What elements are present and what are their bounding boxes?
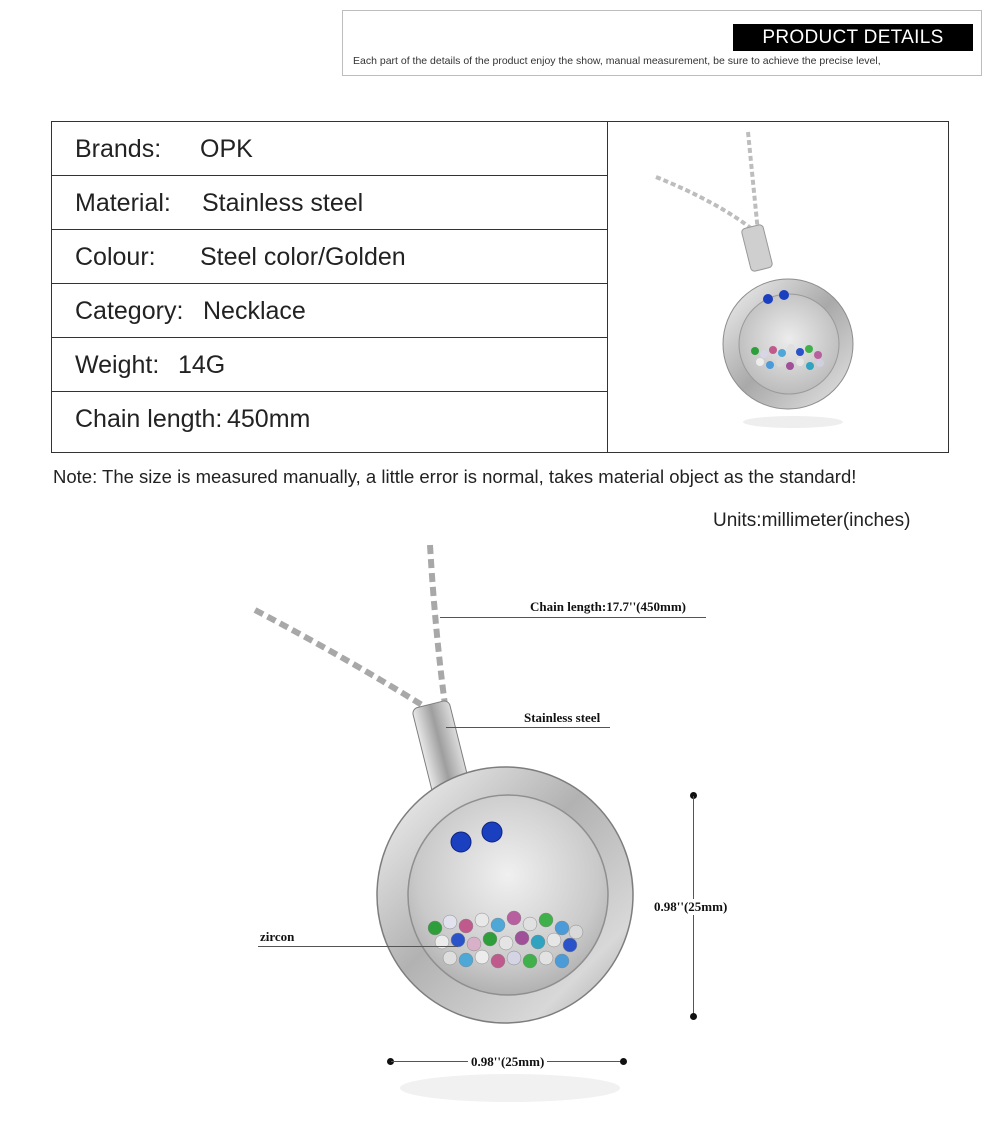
annotation-zircon: zircon (260, 929, 295, 944)
height-dim-bottom-dot (690, 1013, 697, 1020)
annotation-chain-length: Chain length:17.7''(450mm) (530, 599, 686, 614)
spec-row-colour: Colour: Steel color/Golden (52, 230, 607, 284)
spec-row-category: Category: Necklace (52, 284, 607, 338)
banner-title: PRODUCT DETAILS (733, 24, 973, 51)
units-label: Units:millimeter(inches) (713, 510, 911, 531)
spec-label: Chain length: (75, 405, 223, 433)
spec-label: Category: (75, 297, 184, 325)
annotation-height: 0.98''(25mm) (652, 899, 730, 915)
spec-label: Weight: (75, 351, 160, 379)
measurement-note: Note: The size is measured manually, a l… (53, 466, 857, 487)
spec-rows: Brands: OPK Material: Stainless steel Colo… (52, 122, 608, 452)
spec-value: Necklace (203, 297, 306, 325)
product-details-banner: PRODUCT DETAILS Each part of the details… (342, 10, 982, 76)
annotation-material: Stainless steel (524, 710, 601, 725)
spec-label: Brands: (75, 135, 162, 163)
spec-label: Material: (75, 189, 171, 217)
chain-length-leader (440, 617, 706, 618)
banner-subtitle: Each part of the details of the product … (353, 55, 881, 67)
zircon-leader (258, 946, 458, 947)
width-dim-right-dot (620, 1058, 627, 1065)
width-dim-left-dot (387, 1058, 394, 1065)
spec-label: Colour: (75, 243, 156, 271)
spec-row-brand: Brands: OPK (52, 122, 607, 176)
spec-value: 14G (178, 351, 226, 379)
material-leader (446, 727, 610, 728)
spec-table: Brands: OPK Material: Stainless steel Colo… (51, 121, 949, 453)
pendant-main-svg (253, 544, 634, 1102)
spec-value: OPK (200, 135, 253, 163)
pendant-thumbnail-image (608, 122, 948, 452)
spec-value: 450mm (227, 405, 311, 433)
spec-row-material: Material: Stainless steel (52, 176, 607, 230)
spec-value: Steel color/Golden (200, 243, 406, 271)
annotation-width: 0.98''(25mm) (468, 1054, 548, 1070)
pendant-main-image (230, 540, 750, 1130)
spec-row-chain-length: Chain length:450mm (52, 392, 607, 452)
pendant-thumbnail-svg (655, 131, 854, 428)
height-dim-top-dot (690, 792, 697, 799)
spec-value: Stainless steel (202, 189, 364, 217)
spec-row-weight: Weight: 14G (52, 338, 607, 392)
